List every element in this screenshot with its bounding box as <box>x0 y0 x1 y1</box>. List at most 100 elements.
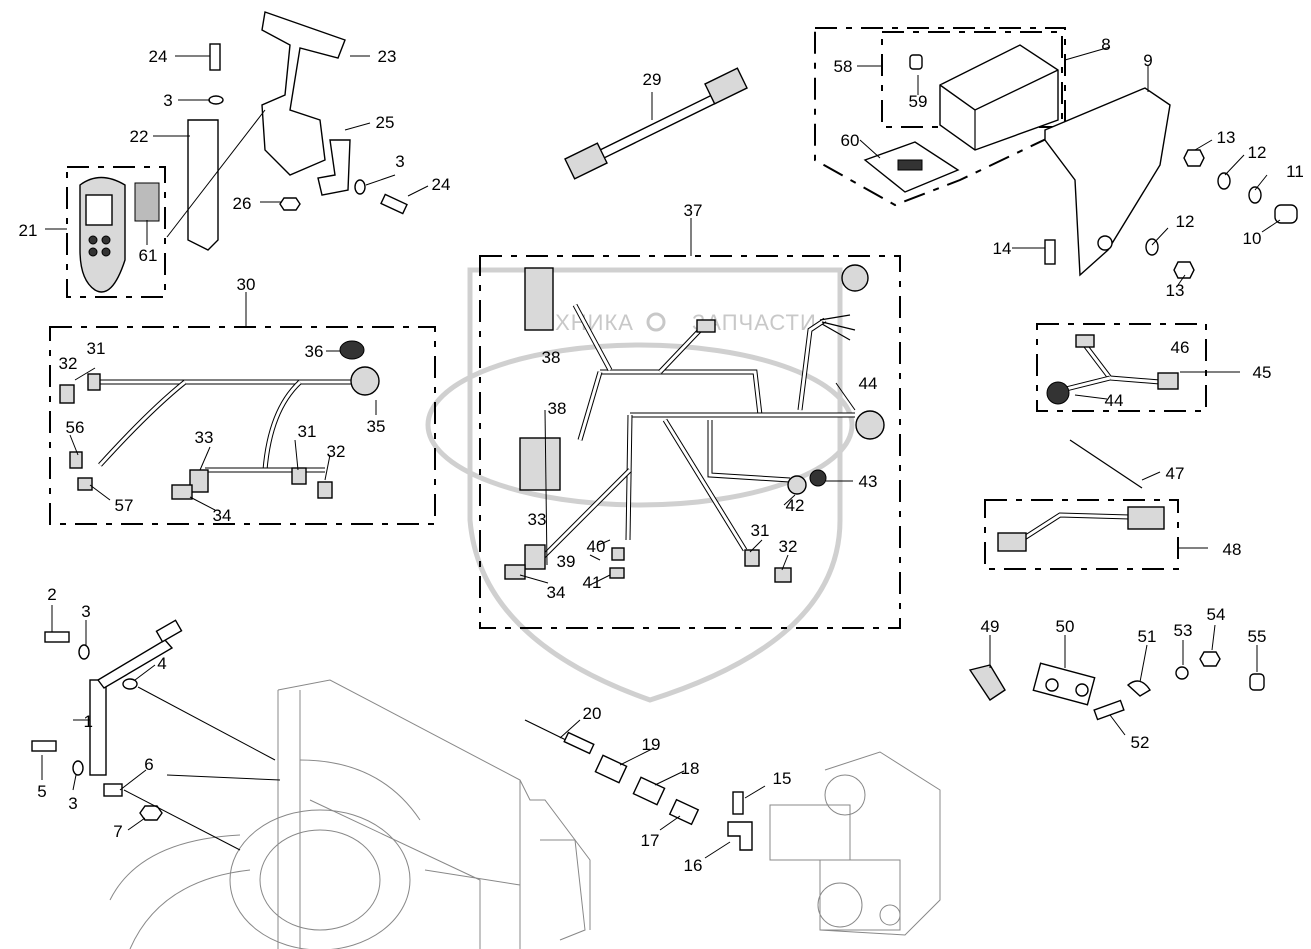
callout-label: 46 <box>1171 338 1190 357</box>
callout-label: 7 <box>113 822 122 841</box>
callout-label: 8 <box>1101 35 1110 54</box>
callout-label: 17 <box>641 831 660 850</box>
bracket-25 <box>317 139 351 196</box>
washer-3b <box>354 179 366 195</box>
callout-label: 40 <box>587 537 606 556</box>
cable-29 <box>564 67 748 180</box>
callout-label: 44 <box>859 374 878 393</box>
callout-label: 44 <box>1105 391 1124 410</box>
callout-label: 43 <box>859 472 878 491</box>
callout-label: 21 <box>19 221 38 240</box>
callout-label: 11 <box>1286 162 1304 181</box>
callout-label: 22 <box>130 127 149 146</box>
callout-label: 13 <box>1217 128 1236 147</box>
callout-label: 38 <box>548 399 567 418</box>
callout-label: 3 <box>163 91 172 110</box>
callout-label: 26 <box>233 194 252 213</box>
small-parts <box>968 651 1265 721</box>
callout-label: 60 <box>841 131 860 150</box>
cable-48 <box>997 506 1165 552</box>
callout-label: 58 <box>834 57 853 76</box>
callout-label: 53 <box>1174 621 1193 640</box>
callout-label: 38 <box>542 348 561 367</box>
callout-label: 5 <box>37 782 46 801</box>
callout-label: 55 <box>1248 627 1267 646</box>
callout-label: 35 <box>367 417 386 436</box>
callout-label: 3 <box>395 152 404 171</box>
washer-3 <box>208 95 224 105</box>
callout-label: 23 <box>378 47 397 66</box>
callout-label: 30 <box>237 275 256 294</box>
callout-label: 24 <box>149 47 168 66</box>
harness-30 <box>59 340 380 500</box>
group-box-30 <box>49 326 436 525</box>
callout-label: 10 <box>1243 229 1262 248</box>
callout-label: 1 <box>84 712 93 731</box>
callout-label: 25 <box>376 113 395 132</box>
hydraulic-fittings <box>524 719 753 851</box>
callout-label: 42 <box>786 496 805 515</box>
callout-label: 31 <box>298 422 317 441</box>
callout-label: 31 <box>751 521 770 540</box>
callout-label: 14 <box>993 239 1012 258</box>
nut-26 <box>279 197 301 211</box>
callout-label: 32 <box>59 354 78 373</box>
callout-labels: 1 2 3 3 3 3 4 5 6 7 8 9 10 11 12 12 13 1… <box>19 35 1304 875</box>
callout-label: 33 <box>195 428 214 447</box>
callout-label: 61 <box>139 246 158 265</box>
callout-label: 47 <box>1166 464 1185 483</box>
callout-label: 45 <box>1253 363 1272 382</box>
callout-label: 3 <box>68 794 77 813</box>
callout-label: 12 <box>1176 212 1195 231</box>
callout-label: 36 <box>305 342 324 361</box>
callout-label: 24 <box>432 175 451 194</box>
group-box-45 <box>1036 323 1207 412</box>
callout-label: 12 <box>1248 143 1267 162</box>
bolt-24 <box>209 43 221 71</box>
harness-37 <box>504 264 885 583</box>
callout-label: 34 <box>213 506 232 525</box>
remote-control <box>79 176 160 293</box>
callout-label: 57 <box>115 496 134 515</box>
callout-label: 56 <box>66 418 85 437</box>
callout-label: 13 <box>1166 281 1185 300</box>
callout-label: 2 <box>47 585 56 604</box>
callout-label: 34 <box>547 583 566 602</box>
callout-label: 52 <box>1131 733 1150 752</box>
callout-label: 48 <box>1223 540 1242 559</box>
callout-label: 9 <box>1143 51 1152 70</box>
callout-label: 19 <box>642 735 661 754</box>
callout-label: 15 <box>773 769 792 788</box>
bracket-22 <box>187 119 219 251</box>
bolt-24b <box>380 193 408 215</box>
callout-label: 59 <box>909 92 928 111</box>
callout-label: 51 <box>1138 627 1157 646</box>
callout-label: 39 <box>557 552 576 571</box>
callout-label: 3 <box>81 602 90 621</box>
callout-label: 4 <box>157 654 166 673</box>
callout-label: 32 <box>779 537 798 556</box>
sticker <box>134 182 160 222</box>
callout-label: 49 <box>981 617 1000 636</box>
cable-tie-47 <box>1069 439 1143 489</box>
callout-label: 54 <box>1207 605 1226 624</box>
group-box-37 <box>479 255 901 629</box>
leader-lines <box>41 46 1281 859</box>
hydraulic-motor <box>769 751 941 936</box>
group-box-58 <box>814 27 1066 207</box>
machine-outline <box>109 679 591 949</box>
gear-icon <box>646 312 666 332</box>
callout-label: 29 <box>643 70 662 89</box>
callout-label: 32 <box>327 442 346 461</box>
callout-label: 31 <box>87 339 106 358</box>
callout-label: 33 <box>528 510 547 529</box>
callout-label: 16 <box>684 856 703 875</box>
callout-label: 6 <box>144 755 153 774</box>
callout-label: 41 <box>583 573 602 592</box>
callout-label: 37 <box>684 201 703 220</box>
bracket-23 <box>261 11 346 176</box>
control-unit <box>863 44 1298 279</box>
callout-label: 18 <box>681 759 700 778</box>
callout-label: 50 <box>1056 617 1075 636</box>
